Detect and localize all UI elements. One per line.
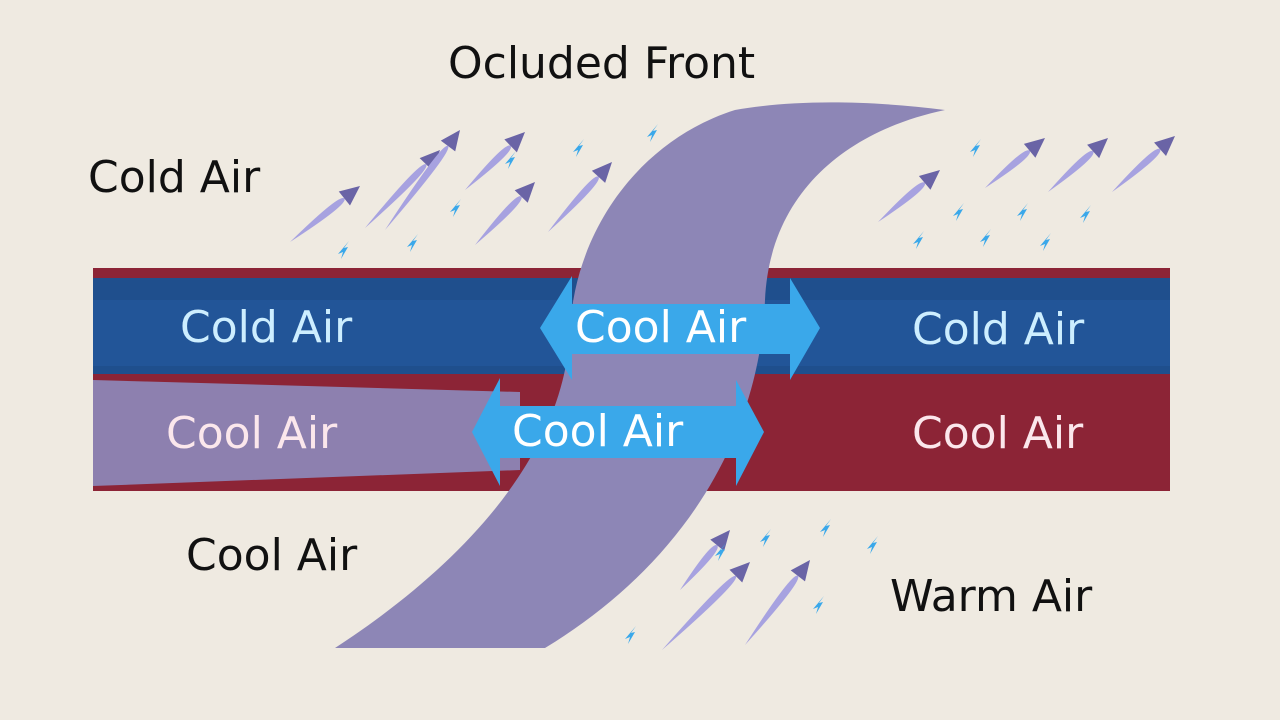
raindrop-icon (813, 596, 824, 614)
streak-arrow-head-icon (1087, 138, 1108, 159)
streak-arrow-icon (290, 197, 345, 242)
raindrop-icon (1080, 205, 1091, 223)
raindrop-icon (1040, 233, 1051, 251)
streak-arrow-head-icon (504, 132, 525, 153)
raindrop-icon (625, 626, 636, 644)
raindrop-icon (573, 139, 584, 157)
streak-arrow-head-icon (338, 186, 360, 206)
lower-double-arrow-icon (472, 378, 764, 486)
raindrop-icon (953, 203, 964, 221)
streak-arrow-icon (475, 196, 522, 245)
raindrop-icon (505, 151, 516, 169)
streak-arrow-icon (985, 150, 1031, 188)
streak-arrow-icon (878, 182, 926, 222)
raindrop-icon (970, 139, 981, 157)
raindrop-icon (867, 536, 878, 554)
occluded-front-shape (335, 102, 945, 648)
streak-arrow-head-icon (729, 562, 750, 583)
streak-arrow-head-icon (790, 560, 810, 582)
label-warm-air-bottom-right: Warm Air (890, 571, 1093, 622)
streak-arrow-icon (1048, 150, 1094, 192)
raindrop-icon (760, 529, 771, 547)
streak-arrow-head-icon (918, 170, 940, 190)
raindrop-icon (820, 519, 831, 537)
upper-band-middle-label: Cool Air (575, 302, 747, 353)
upper-double-arrow-icon (540, 276, 820, 380)
streak-arrow-head-icon (419, 150, 440, 171)
diagram-title: Ocluded Front (448, 38, 756, 89)
streak-arrow-icon (745, 575, 799, 645)
label-cool-air-bottom-left: Cool Air (186, 530, 358, 581)
streak-arrow-icon (365, 164, 427, 228)
streak-arrow-icon (465, 145, 512, 190)
upper-band-left-label: Cold Air (180, 302, 353, 353)
raindrop-icon (913, 231, 924, 249)
raindrop-icon (715, 543, 726, 561)
raindrop-icon (980, 229, 991, 247)
streak-arrow-head-icon (1154, 136, 1175, 157)
lower-band-right-label: Cool Air (912, 408, 1084, 459)
raindrop-icon (1017, 203, 1028, 221)
raindrops (338, 124, 1091, 644)
streak-arrow-head-icon (591, 162, 612, 183)
streak-arrow-icon (548, 176, 599, 232)
cool-air-wedge (93, 380, 520, 486)
streak-arrow-head-icon (440, 130, 460, 152)
streak-arrow-icon (680, 544, 718, 590)
upper-band-right-label: Cold Air (912, 304, 1085, 355)
streak-arrow-head-icon (514, 182, 535, 203)
lower-band-middle-label: Cool Air (512, 406, 684, 457)
label-cold-air-top-left: Cold Air (88, 152, 261, 203)
raindrop-icon (407, 234, 418, 252)
streak-arrow-head-icon (710, 530, 730, 552)
raindrop-icon (450, 199, 461, 217)
raindrop-icon (647, 124, 658, 142)
streak-arrow-icon (662, 575, 737, 650)
streak-arrow-head-icon (1023, 138, 1045, 158)
lower-band-left-label: Cool Air (166, 408, 338, 459)
wind-streaks (290, 130, 1175, 650)
streak-arrow-icon (385, 145, 449, 230)
raindrop-icon (338, 241, 349, 259)
streak-arrow-icon (1112, 148, 1161, 192)
